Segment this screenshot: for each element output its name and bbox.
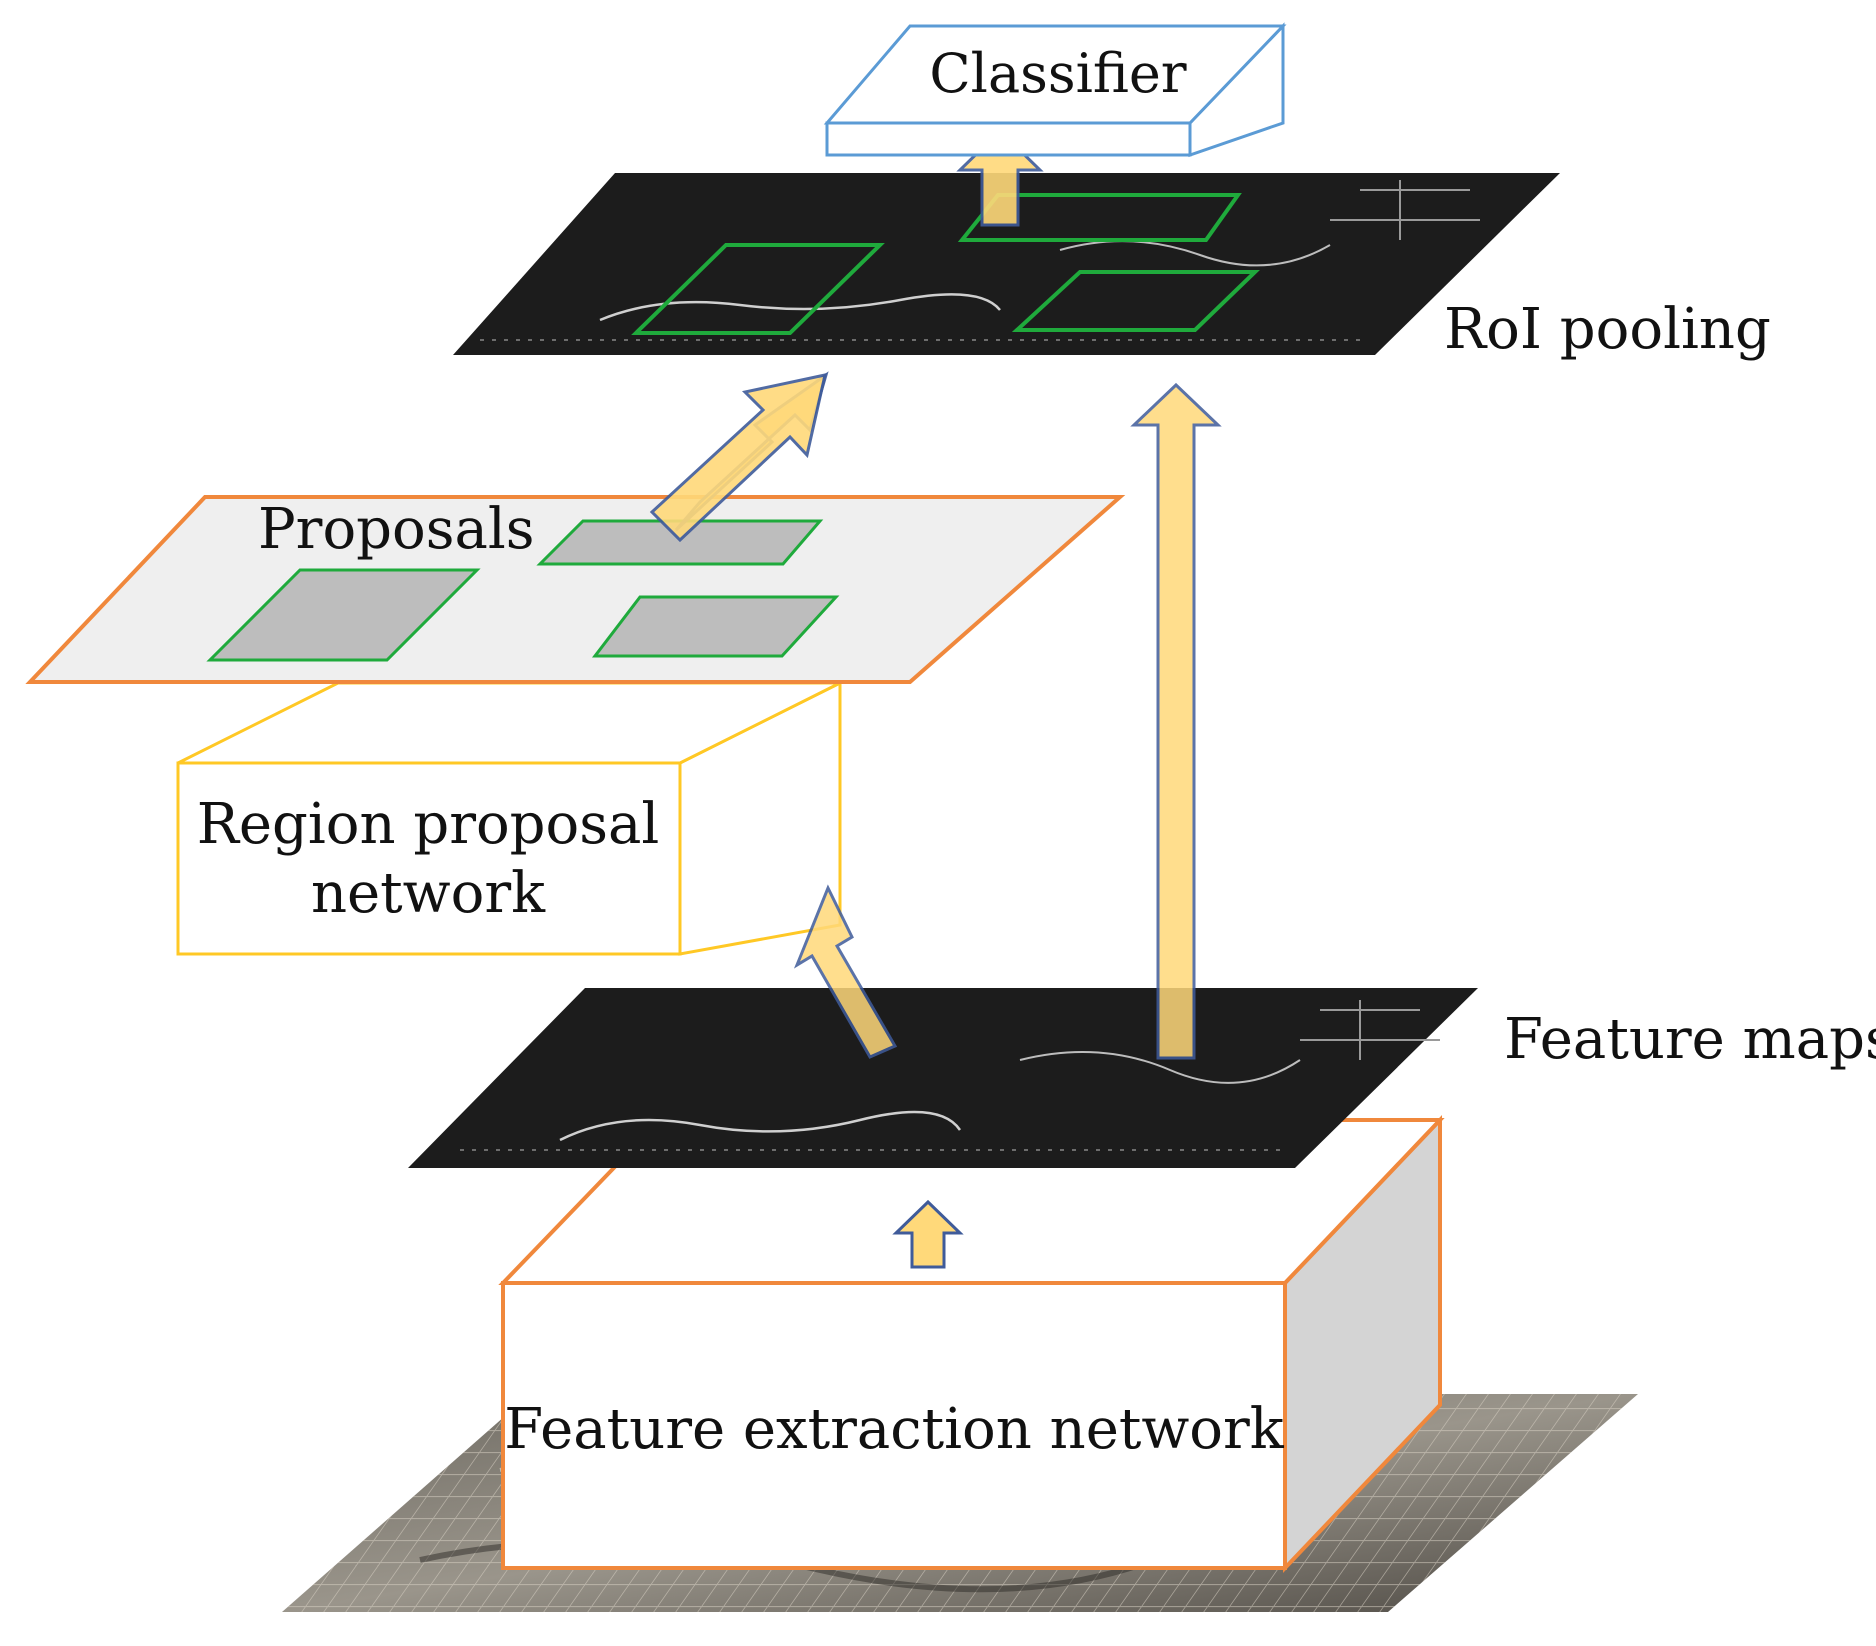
- arrow-maps-to-rpn: [793, 884, 898, 1059]
- proposal-box-3: [591, 595, 840, 658]
- proposals-label: Proposals: [258, 497, 535, 562]
- classifier-label: Classifier: [929, 42, 1186, 105]
- rpn-label-line2: network: [311, 861, 546, 926]
- arrow-maps-to-roi: [1130, 382, 1222, 1060]
- arrow-proposals-to-roi: [649, 371, 829, 543]
- roi-pooling-plane: [453, 173, 1560, 355]
- proposal-box-1: [206, 568, 481, 662]
- roi-box-2: [957, 193, 1242, 242]
- roi-box-3: [1011, 270, 1260, 332]
- feature-extraction-label: Feature extraction network: [504, 1397, 1284, 1462]
- proposals-plane: Proposals: [25, 495, 1126, 684]
- proposal-box-2: [536, 519, 824, 566]
- rpn-label-line1: Region proposal: [197, 792, 660, 857]
- feature-maps-label: Feature maps: [1504, 1007, 1876, 1072]
- roi-box-1: [631, 243, 885, 335]
- roi-pooling-label: RoI pooling: [1444, 297, 1771, 362]
- feature-maps-plane: [408, 988, 1478, 1168]
- classifier-box: Classifier: [823, 22, 1287, 158]
- feature-extraction-box: Feature extraction network: [498, 1114, 1445, 1574]
- region-proposal-network-box: Region proposal network: [176, 680, 842, 956]
- arrow-extraction-to-maps: [892, 1199, 964, 1269]
